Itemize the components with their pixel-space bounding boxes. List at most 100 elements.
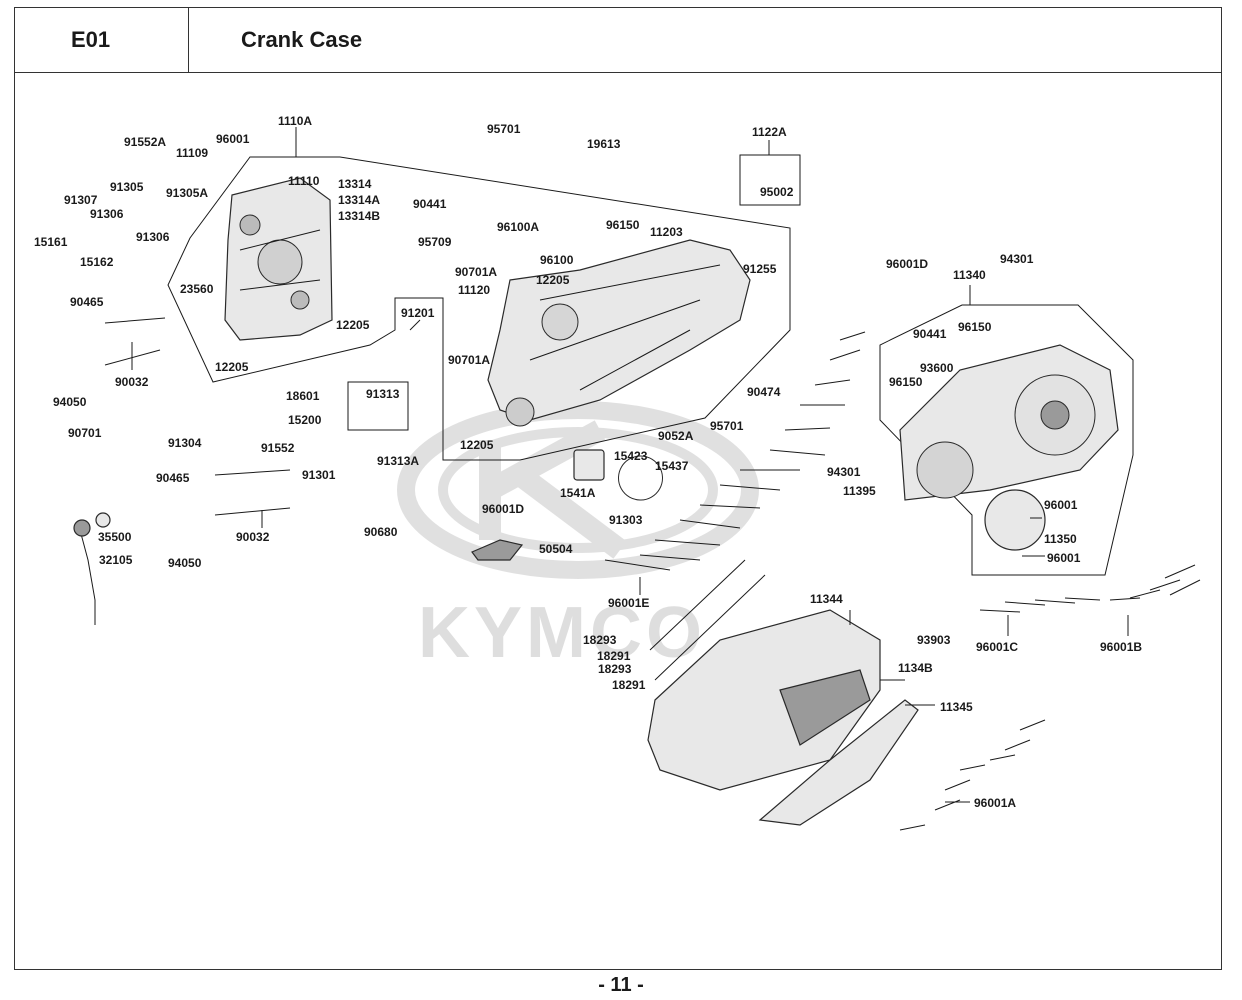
callout-label: 96150 [889,375,923,389]
callout-label: 11109 [176,146,208,160]
right-crankcase-half [487,239,751,427]
section-code: E01 [15,8,189,72]
callout-label: 1541A [560,486,596,500]
callout-label: 15437 [655,459,689,473]
callout-label: 19613 [587,137,621,151]
callout-label: 96001A [974,796,1016,810]
callout-label: 11345 [940,700,973,714]
callout-label: 91304 [168,436,202,450]
callout-label: 11344 [810,592,843,606]
callout-label: 95701 [710,419,744,433]
callout-label: 96001B [1100,640,1142,654]
callout-labels: 1110A 91552A 96001 11109 91305 91305A 11… [34,114,1142,810]
callout-label: 96100 [540,253,574,267]
callout-label: 90701 [68,426,102,440]
callout-label: 15423 [614,449,648,463]
callout-label: 90465 [156,471,190,485]
section-header: E01 Crank Case [14,7,1222,73]
callout-label: 11395 [843,484,876,498]
right-cover-group-outline [879,304,1134,576]
callout-label: 96001D [886,257,928,271]
callout-label: 94301 [1000,252,1034,266]
callout-label: 90441 [413,197,447,211]
callout-label: 13314A [338,193,380,207]
callout-label: 18291 [597,649,631,663]
callout-label: 18291 [612,678,646,692]
callout-label: 91552A [124,135,166,149]
callout-label: 91552 [261,441,295,455]
left-crankcase-group-outline [167,156,791,461]
callout-label: 96001 [1044,498,1078,512]
callout-label: 1134B [898,661,933,675]
callout-label: 1110A [278,114,312,128]
callout-label: 12205 [460,438,494,452]
callout-label: 91313 [366,387,400,401]
callout-label: 95701 [487,122,521,136]
callout-label: 11110 [288,174,320,188]
callout-label: 9052A [658,429,694,443]
callout-label: 15162 [80,255,114,269]
callout-label: 91255 [743,262,777,276]
callout-label: 11120 [458,283,490,297]
callout-label: 13314 [338,177,372,191]
callout-label: 91303 [609,513,643,527]
callout-label: 18293 [583,633,617,647]
callout-label: 91305 [110,180,144,194]
callout-label: 1122A [752,125,787,139]
callout-label: 32105 [99,553,133,567]
page-title: Crank Case [241,27,363,52]
callout-label: 94050 [168,556,202,570]
callout-label: 12205 [215,360,249,374]
left-crankcase-half [224,177,333,341]
callout-label: 96001D [482,502,524,516]
callout-label: 13314B [338,209,380,223]
diagram-frame [14,73,1222,970]
callout-label: 12205 [336,318,370,332]
oil-filter [573,449,605,481]
callout-label: 91201 [401,306,435,320]
callout-label: 12205 [536,273,570,287]
callout-label: 96001 [1047,551,1081,565]
callout-label: 96001E [608,596,649,610]
callout-label: 90465 [70,295,104,309]
callout-label: 94301 [827,465,861,479]
callout-label: 91306 [90,207,124,221]
bushing [95,512,111,528]
callout-label: 91305A [166,186,208,200]
bracket-plate [471,539,524,561]
callout-label: 90680 [364,525,398,539]
callout-label: 90474 [747,385,781,399]
callout-label: 90701A [455,265,497,279]
callout-label: 93600 [920,361,954,375]
watermark-text: KYMCO [418,593,706,673]
callout-label: 96100A [497,220,539,234]
callout-label: 11340 [953,268,986,282]
callout-label: 93903 [917,633,951,647]
callout-label: 15161 [34,235,68,249]
callout-label: 96150 [958,320,992,334]
callout-label: 96001 [216,132,250,146]
sensor-wire [79,529,96,625]
hose-group-box [739,154,801,206]
callout-label: 91313A [377,454,419,468]
callout-label: 18293 [598,662,632,676]
callout-label: 90032 [115,375,149,389]
callout-label: 90701A [448,353,490,367]
sensor-body [73,519,91,537]
callout-label: 91307 [64,193,98,207]
callout-label: 91306 [136,230,170,244]
kymco-watermark-logo: KYMCO [397,401,759,673]
callout-label: 11203 [650,225,683,239]
right-side-cover [899,344,1119,501]
callout-label: 90032 [236,530,270,544]
callout-label: 18601 [286,389,320,403]
studs [104,317,1201,831]
callout-label: 96150 [606,218,640,232]
filter-cover-disc [984,489,1046,551]
callout-label: 11350 [1044,532,1077,546]
callout-label: 90441 [913,327,947,341]
callout-label: 15200 [288,413,322,427]
callout-label: 96001C [976,640,1018,654]
callout-label: 91301 [302,468,336,482]
